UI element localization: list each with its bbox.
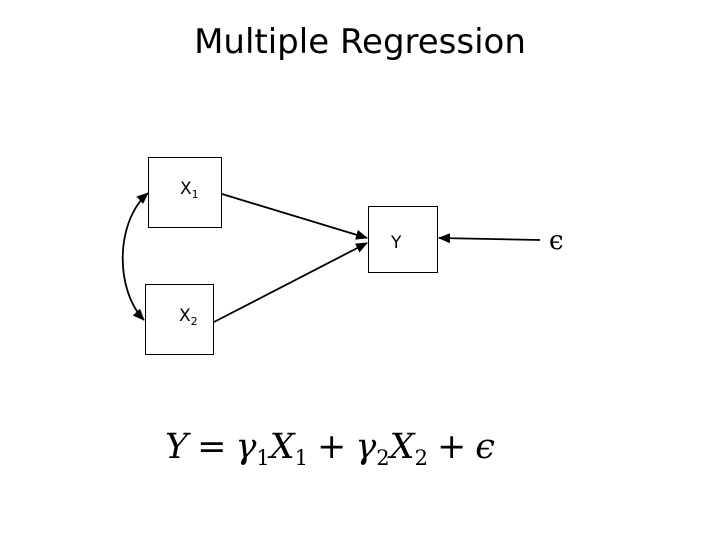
- covariance-curve-x1-x2: [121, 192, 149, 321]
- x2-node-box: [145, 284, 214, 355]
- y-node-box: [368, 206, 438, 273]
- x2-node-label: X2: [179, 306, 198, 328]
- x1-node-box: [148, 157, 222, 228]
- error-term-symbol: ϵ: [549, 226, 564, 256]
- arrow-error-to-y: [438, 233, 541, 244]
- y-node-label: Y: [391, 233, 402, 253]
- x1-node-label: X1: [180, 179, 199, 201]
- slide-title: Multiple Regression: [194, 22, 526, 62]
- regression-equation: Y=γ1X1+γ2X2+ϵ: [165, 427, 495, 470]
- arrow-x1-to-y: [221, 193, 368, 240]
- arrow-x2-to-y: [213, 242, 368, 323]
